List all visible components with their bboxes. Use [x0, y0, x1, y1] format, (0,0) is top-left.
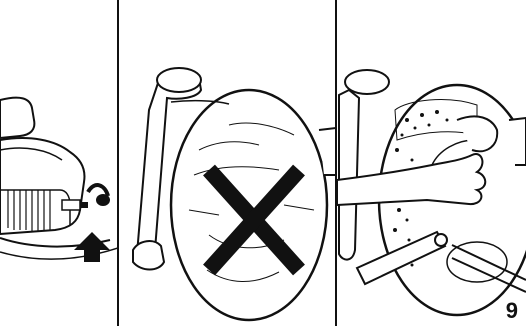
panel-clean-with-brush: 9 — [337, 0, 526, 326]
wheel-illustration — [119, 0, 336, 326]
spark-plug-cap-icon — [96, 194, 110, 206]
engine-illustration — [0, 0, 118, 326]
panel-engine-spark-plug — [0, 0, 118, 326]
step-number: 9 — [506, 300, 518, 322]
panel-prohibited — [119, 0, 336, 326]
cleaning-illustration — [337, 0, 526, 326]
